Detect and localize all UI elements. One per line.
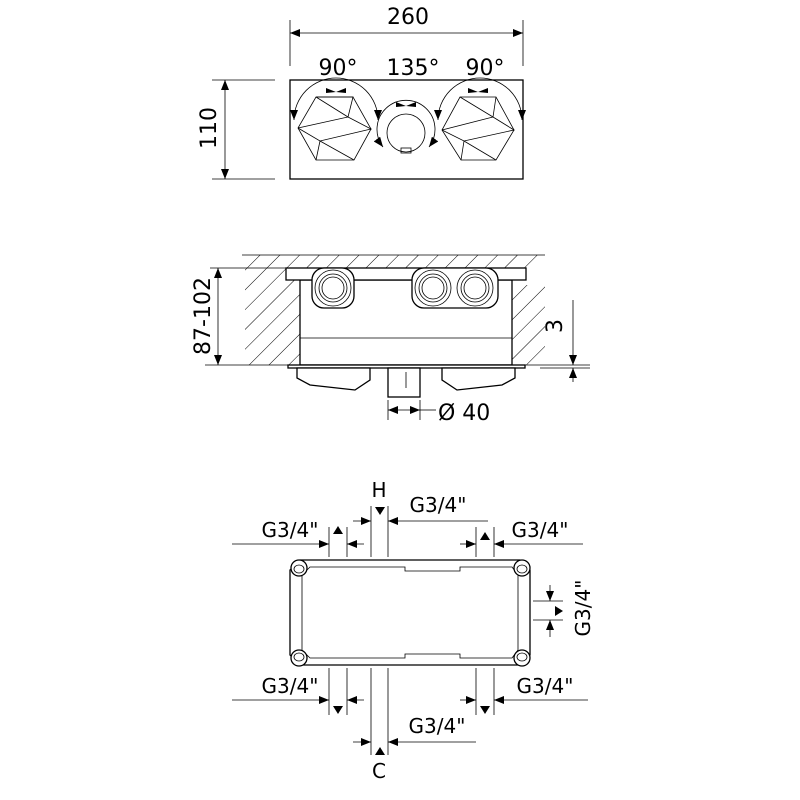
top-center-label: G3/4" (410, 493, 467, 517)
bottom-right-label: G3/4" (517, 674, 574, 698)
right-label: G3/4" (571, 580, 595, 637)
diameter-label: Ø 40 (438, 401, 490, 426)
top-view: 260 110 90° 135° 90° (197, 5, 526, 180)
hot-label: H (371, 478, 386, 502)
top-left-label: G3/4" (262, 518, 319, 542)
thermostat-knob (373, 100, 439, 154)
flow-in-arrow-icon (375, 507, 385, 515)
wall-hatch (245, 255, 540, 268)
flow-out-arrow-icon (555, 606, 563, 616)
right-angle-label: 90° (466, 56, 505, 81)
flow-out-arrow-icon (333, 706, 343, 714)
offset-label: 3 (543, 319, 568, 333)
width-label: 260 (387, 5, 429, 30)
flow-in-arrow-icon (375, 747, 385, 755)
inlet-boss (311, 267, 355, 309)
right-handle-side (441, 367, 516, 391)
depth-label: 87-102 (191, 277, 216, 355)
bottom-center-label: G3/4" (409, 714, 466, 738)
side-view: 87-102 3 Ø 40 (191, 254, 590, 426)
cover-plate (289, 79, 524, 180)
bottom-left-label: G3/4" (262, 674, 319, 698)
flow-out-arrow-icon (333, 526, 343, 534)
bottom-view: H G3/4" G3/4" G3/4" G3/4" G3/4" (232, 478, 595, 783)
box-frame (289, 559, 531, 667)
center-angle-label: 135° (387, 56, 440, 81)
thermostat-stem (387, 367, 421, 398)
wall-hatch (512, 285, 545, 365)
left-handle (290, 77, 382, 161)
top-right-label: G3/4" (512, 518, 569, 542)
flow-out-arrow-icon (480, 532, 490, 540)
wall-hatch (245, 268, 300, 365)
left-angle-label: 90° (319, 56, 358, 81)
cold-label: C (372, 759, 386, 783)
right-handle (434, 77, 526, 161)
outlet-boss (411, 267, 499, 309)
flow-out-arrow-icon (480, 706, 490, 714)
left-handle-side (296, 367, 371, 391)
height-label: 110 (197, 107, 222, 149)
